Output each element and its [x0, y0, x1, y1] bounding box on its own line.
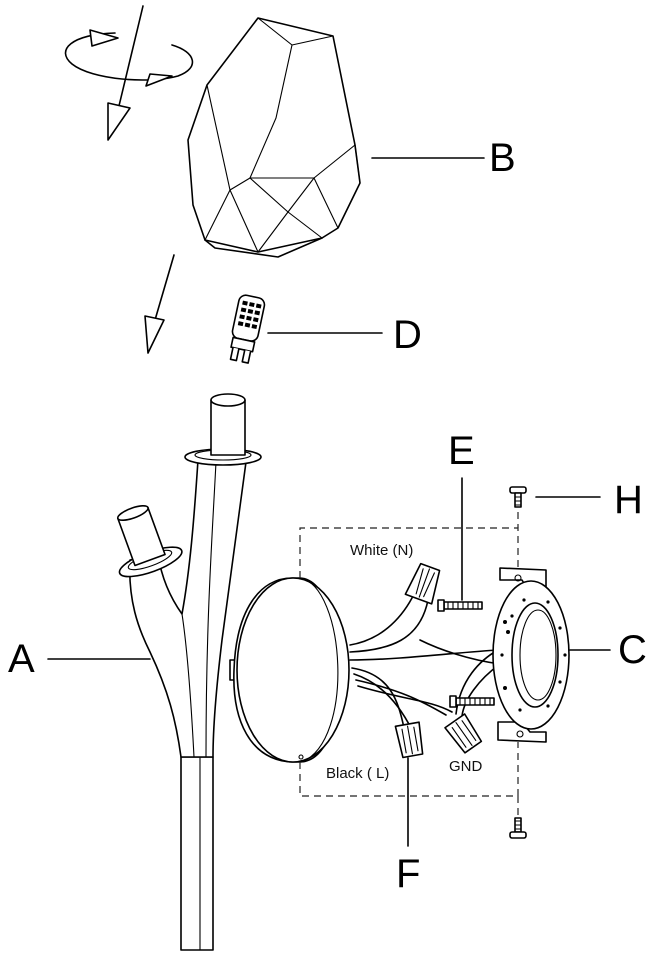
label-c: C [618, 628, 647, 672]
wall-canopy [229, 577, 350, 763]
bracket-screw-bottom [509, 817, 527, 839]
label-e: E [448, 429, 475, 473]
alignment-guides [299, 512, 519, 820]
wire-nut-ground [444, 713, 483, 754]
wire-label-white: White (N) [350, 542, 413, 559]
mounting-bracket [492, 567, 570, 743]
wire-label-black: Black ( L) [326, 765, 389, 782]
mounting-screw-lower [449, 695, 495, 708]
leader-lines [47, 157, 611, 847]
mounting-screw-upper [437, 599, 483, 612]
label-h: H [614, 478, 643, 522]
wire-label-ground: GND [449, 758, 483, 775]
wiring [349, 597, 501, 731]
twist-arrow-icon [64, 5, 194, 141]
branch-arm [116, 393, 262, 951]
label-f: F [396, 852, 420, 896]
glass-shade [187, 17, 361, 258]
label-b: B [489, 136, 516, 180]
g9-bulb [229, 294, 266, 364]
label-d: D [393, 313, 422, 357]
wire-nut-black [394, 721, 424, 759]
bracket-screw-top [509, 486, 527, 508]
down-arrow-icon [144, 254, 175, 354]
label-a: A [8, 637, 35, 681]
wire-nut-top [404, 562, 441, 605]
